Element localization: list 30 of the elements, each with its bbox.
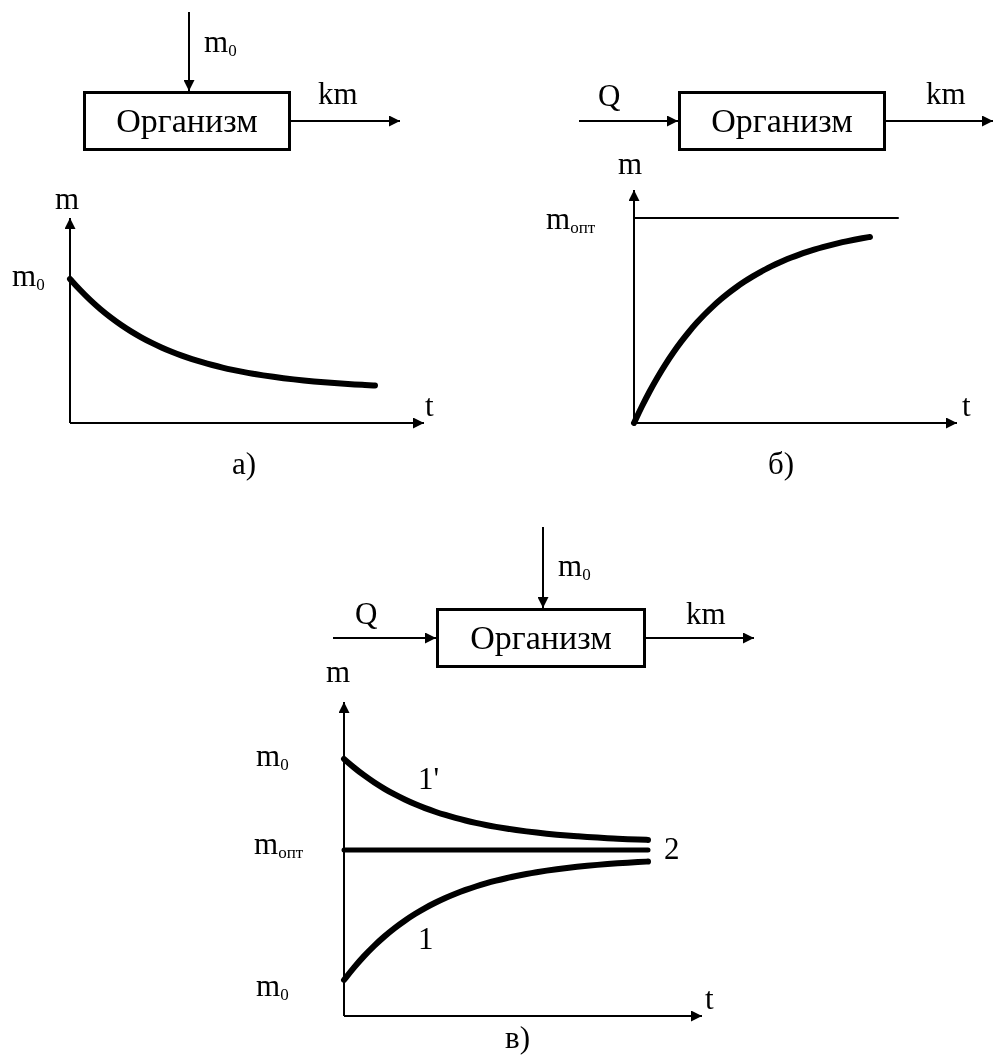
box-text: Организм	[470, 621, 612, 655]
axis-label: m$_{0}$	[256, 740, 289, 774]
axis-label: m	[326, 656, 351, 687]
process-box	[83, 91, 291, 151]
arrow	[183, 11, 195, 92]
box-text: Организм	[711, 104, 853, 138]
curve-label: 1'	[418, 763, 440, 794]
axis-label: m$_{0}$	[12, 260, 45, 294]
arrow	[885, 115, 994, 127]
panel-label: б)	[768, 448, 795, 479]
axis-label: t	[425, 390, 434, 421]
arrow	[578, 115, 679, 127]
panel-label: а)	[232, 448, 257, 479]
curve-label: 2	[664, 833, 680, 864]
arrow	[290, 115, 401, 127]
process-box	[436, 608, 646, 668]
arrow	[332, 632, 437, 644]
axis-label: m$_{0}$	[256, 970, 289, 1004]
axis-label: m$_{опт}$	[254, 828, 304, 862]
axis-label: m	[618, 148, 643, 179]
process-box	[678, 91, 886, 151]
curve-label: 1	[418, 923, 434, 954]
arrow	[537, 526, 549, 609]
axis-label: t	[962, 390, 971, 421]
arrow	[645, 632, 755, 644]
panel-label: в)	[505, 1022, 530, 1053]
axis-label: m$_{опт}$	[546, 203, 596, 237]
axis-label: t	[705, 983, 714, 1014]
axis-label: m	[55, 183, 80, 214]
box-text: Организм	[116, 104, 258, 138]
